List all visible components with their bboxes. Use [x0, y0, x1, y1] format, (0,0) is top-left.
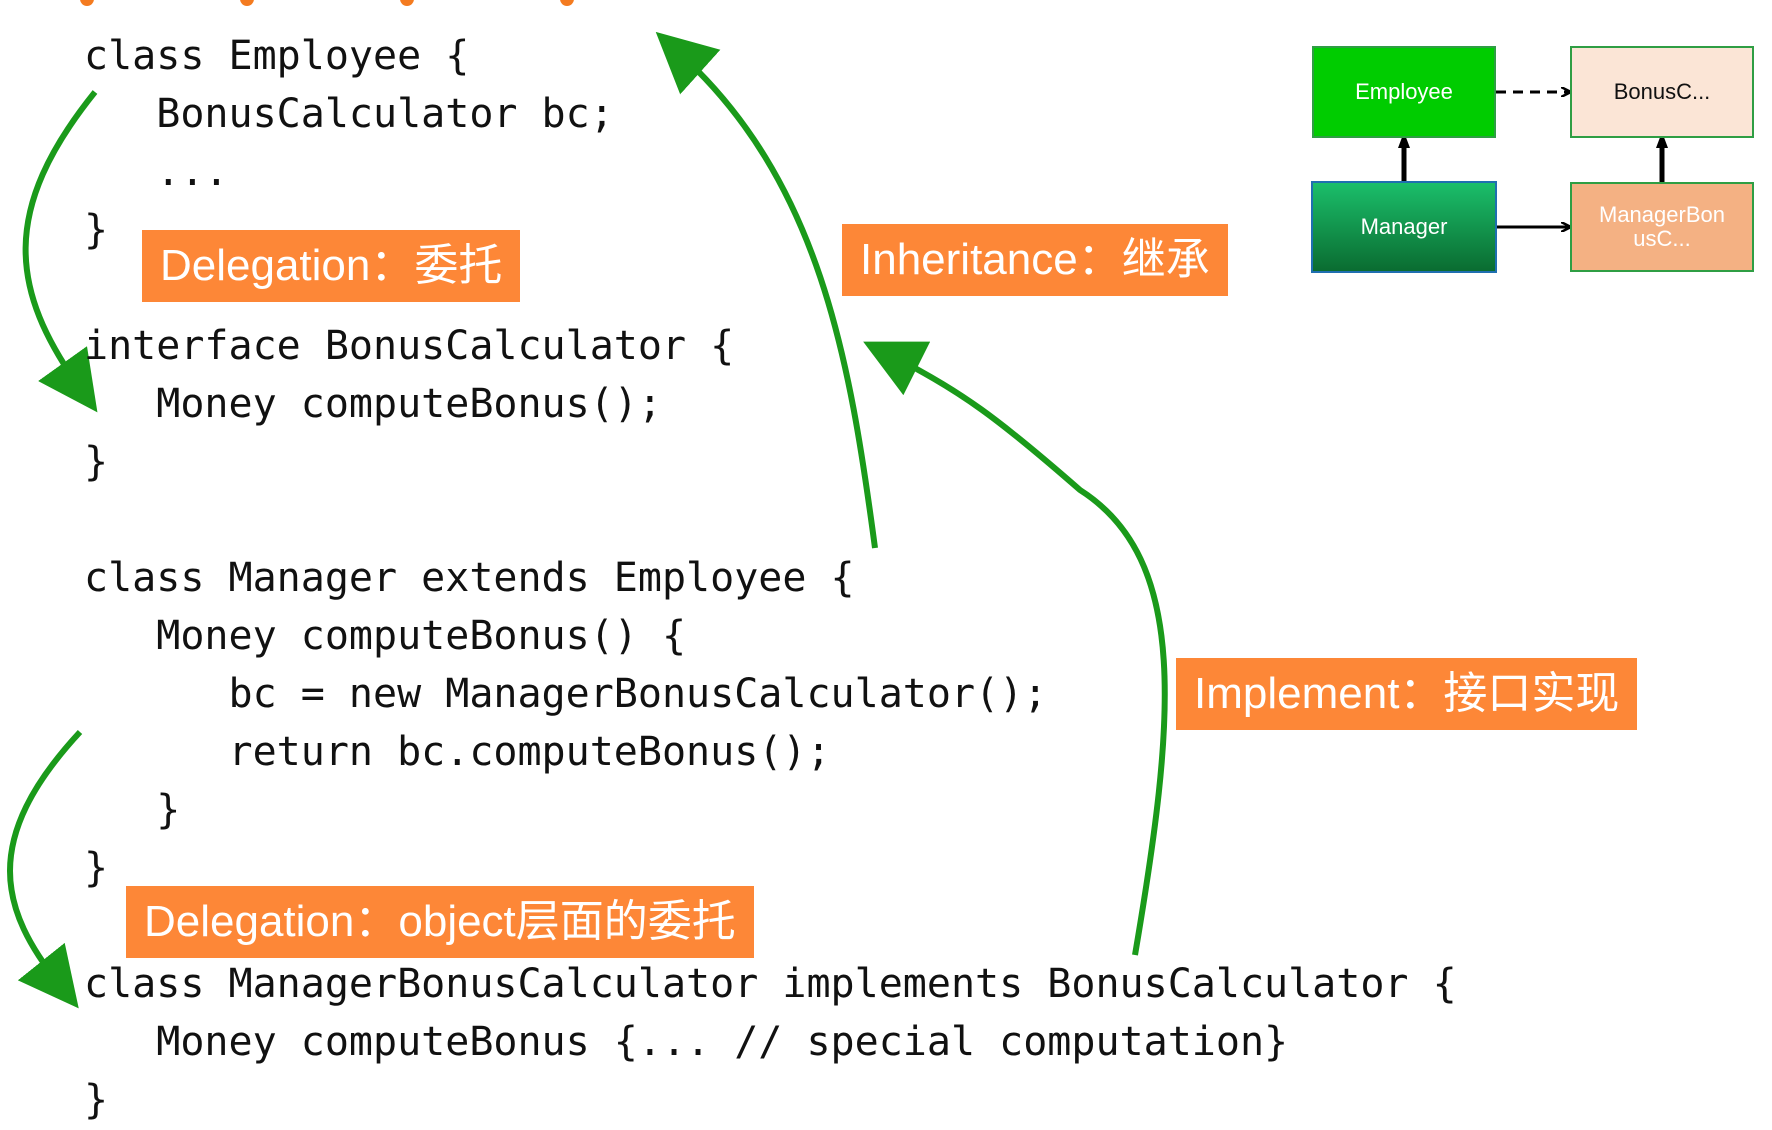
code-line-employee-field: BonusCalculator bc;: [84, 91, 614, 137]
uml-manager-bonus-calc-label-1: ManagerBon: [1599, 202, 1725, 227]
code-line-mbc-class: class ManagerBonusCalculator implements …: [84, 961, 1457, 1007]
uml-employee-box: Employee: [1312, 46, 1496, 138]
delegation-arrow: [22, 90, 98, 413]
code-line-manager-return: return bc.computeBonus();: [84, 729, 831, 775]
uml-bonus-calc-box: BonusC...: [1570, 46, 1754, 138]
delegation-object-label: Delegation：object层面的委托: [126, 886, 754, 958]
code-line-employee-ellipsis: ...: [84, 149, 229, 195]
uml-employee-label: Employee: [1355, 79, 1453, 104]
code-line-mbc-close: }: [84, 1077, 109, 1123]
code-line-employee-close: }: [84, 207, 109, 253]
code-line-manager-assign: bc = new ManagerBonusCalculator();: [84, 671, 1048, 717]
code-line-interface-close: }: [84, 439, 109, 485]
uml-manager-bonus-calc-label-2: usC...: [1633, 226, 1691, 251]
inheritance-arrow: [655, 31, 878, 549]
uml-manager-bonus-calc-box: ManagerBon usC...: [1570, 182, 1754, 272]
implement-arrow: [863, 341, 1168, 956]
code-line-interface-decl: interface BonusCalculator {: [84, 323, 735, 369]
delegation-label: Delegation：委托: [142, 230, 521, 302]
inheritance-label: Inheritance：继承: [842, 224, 1228, 296]
top-edge-decoration: [0, 0, 1772, 10]
code-line-manager-class: class Manager extends Employee {: [84, 555, 855, 601]
delegation-object-arrow: [7, 729, 83, 1009]
code-line-manager-close: }: [84, 845, 109, 891]
implement-label: Implement：接口实现: [1176, 658, 1638, 730]
code-line-manager-method: Money computeBonus() {: [84, 613, 687, 659]
uml-manager-box: Manager: [1312, 182, 1496, 272]
code-line-mbc-method: Money computeBonus {... // special compu…: [84, 1019, 1289, 1065]
code-line-manager-method-close: }: [84, 787, 181, 833]
uml-bonus-calc-label: BonusC...: [1613, 79, 1711, 104]
uml-manager-label: Manager: [1360, 214, 1448, 239]
code-line-employee-class: class Employee {: [84, 33, 470, 79]
code-line-interface-method: Money computeBonus();: [84, 381, 662, 427]
